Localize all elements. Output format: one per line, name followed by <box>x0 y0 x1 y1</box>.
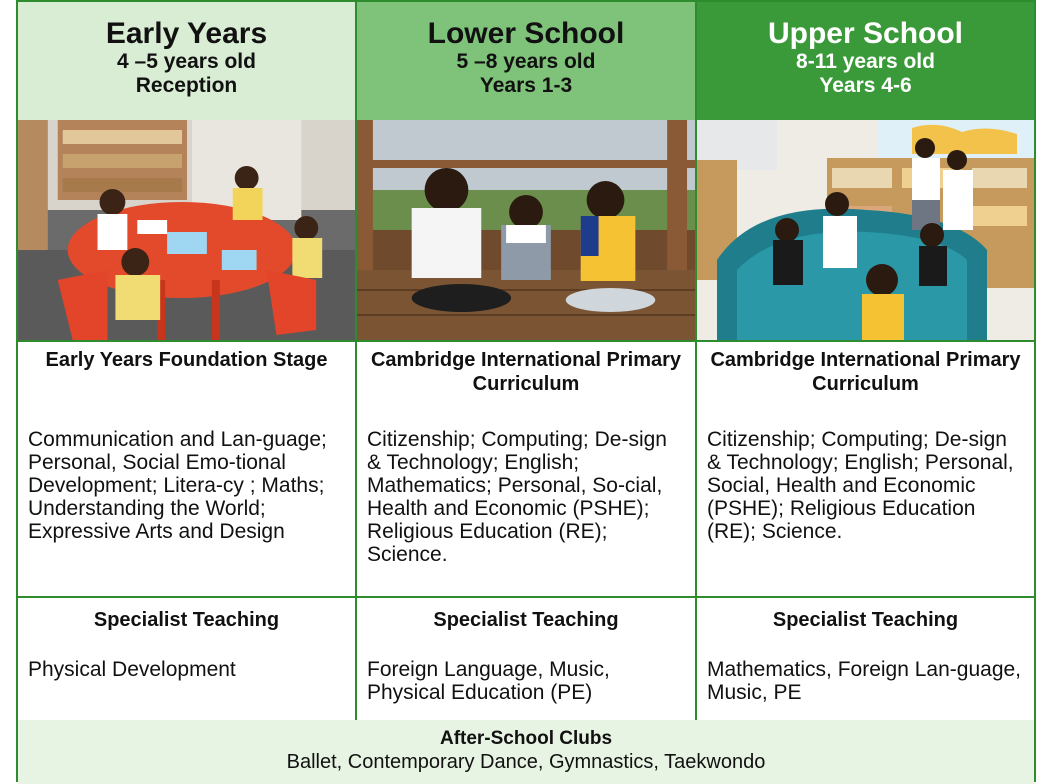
curriculum-lower-school: Cambridge International Primary Curricul… <box>357 340 697 596</box>
clubs-list: Ballet, Contemporary Dance, Gymnastics, … <box>286 751 766 773</box>
photo-early-years <box>18 120 357 340</box>
column-title: Upper School <box>767 17 963 50</box>
curriculum-subjects: Citizenship; Computing; De-sign & Techno… <box>707 428 1014 543</box>
age-range: 8-11 years old <box>796 50 935 73</box>
specialist-lower-school: Specialist Teaching Foreign Language, Mu… <box>357 596 697 720</box>
year-group: Reception <box>135 74 238 97</box>
curriculum-title: Cambridge International Primary Curricul… <box>710 349 1021 395</box>
library-photo-upper <box>697 120 1034 340</box>
specialist-title: Specialist Teaching <box>93 609 280 631</box>
header-upper-school: Upper School 8-11 years old Years 4-6 <box>697 2 1034 120</box>
specialist-subjects: Foreign Language, Music, Physical Educat… <box>367 658 610 704</box>
after-school-clubs: After-School Clubs Ballet, Contemporary … <box>18 720 1034 784</box>
photo-row <box>18 120 1034 342</box>
curriculum-subjects: Citizenship; Computing; De-sign & Techno… <box>367 428 667 566</box>
photo-upper-school <box>697 120 1034 340</box>
year-group: Years 4-6 <box>819 74 912 97</box>
age-range: 5 –8 years old <box>456 50 596 73</box>
year-group: Years 1-3 <box>479 74 573 97</box>
specialist-early-years: Specialist Teaching Physical Development <box>18 596 357 720</box>
header-early-years: Early Years 4 –5 years old Reception <box>18 2 357 120</box>
classroom-photo-early <box>18 120 355 340</box>
school-overview-table: Early Years 4 –5 years old Reception Low… <box>16 0 1036 784</box>
curriculum-row: Early Years Foundation Stage Communicati… <box>18 340 1034 598</box>
curriculum-upper-school: Cambridge International Primary Curricul… <box>697 340 1034 596</box>
specialist-title: Specialist Teaching <box>772 609 959 631</box>
curriculum-subjects: Communication and Lan-guage; Personal, S… <box>28 428 327 543</box>
specialist-upper-school: Specialist Teaching Mathematics, Foreign… <box>697 596 1034 720</box>
specialist-subjects: Mathematics, Foreign Lan-guage, Music, P… <box>707 658 1022 704</box>
header-lower-school: Lower School 5 –8 years old Years 1-3 <box>357 2 697 120</box>
specialist-row: Specialist Teaching Physical Development… <box>18 596 1034 722</box>
deck-photo-lower <box>357 120 695 340</box>
curriculum-early-years: Early Years Foundation Stage Communicati… <box>18 340 357 596</box>
photo-lower-school <box>357 120 697 340</box>
clubs-title: After-School Clubs <box>439 728 613 749</box>
header-row: Early Years 4 –5 years old Reception Low… <box>18 2 1034 122</box>
column-title: Lower School <box>427 17 625 50</box>
specialist-title: Specialist Teaching <box>433 609 619 631</box>
age-range: 4 –5 years old <box>117 50 256 73</box>
specialist-subjects: Physical Development <box>28 658 236 681</box>
curriculum-title: Cambridge International Primary Curricul… <box>370 349 682 395</box>
column-title: Early Years <box>105 17 268 50</box>
curriculum-title: Early Years Foundation Stage <box>45 349 328 371</box>
